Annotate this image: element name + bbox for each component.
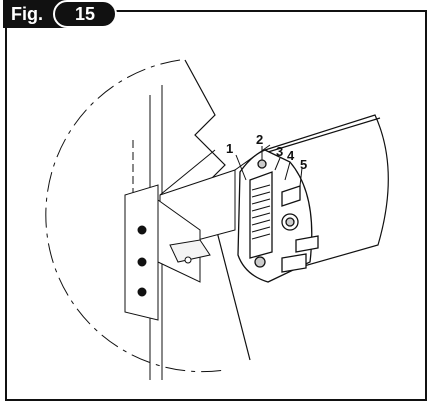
wall-bracket xyxy=(124,184,211,321)
end-cap xyxy=(237,149,319,283)
callout-4: 4 xyxy=(287,148,295,163)
callout-3: 3 xyxy=(276,144,283,159)
figure-tab: Fig. 15 xyxy=(3,0,117,28)
detail-circle xyxy=(45,59,226,373)
callout-5: 5 xyxy=(300,157,307,172)
callout-2: 2 xyxy=(256,132,263,147)
figure-number: 15 xyxy=(53,0,117,28)
callout-1: 1 xyxy=(226,141,233,156)
leader-lines xyxy=(235,146,303,187)
